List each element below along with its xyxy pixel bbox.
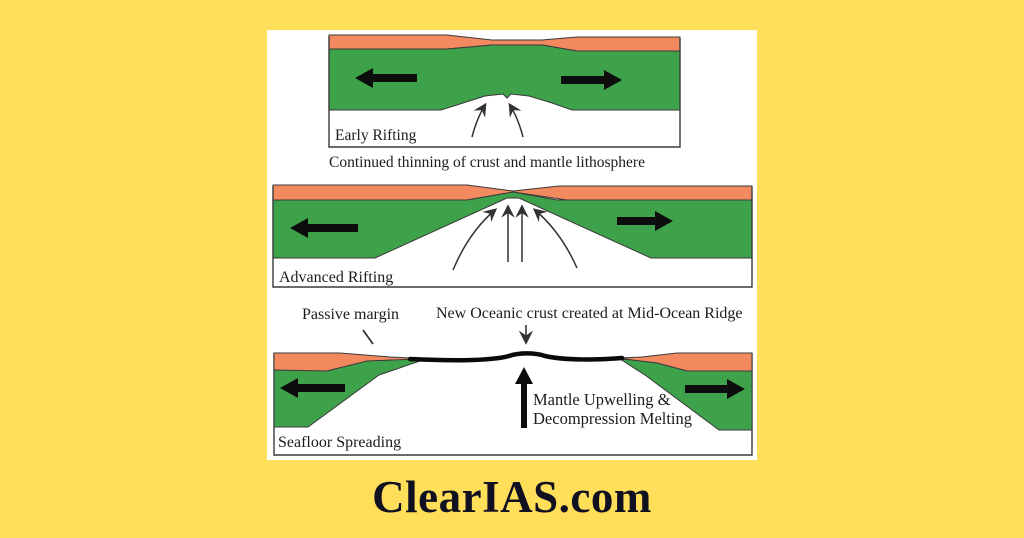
stage1-label: Early Rifting — [335, 127, 417, 144]
stage3-label: Seafloor Spreading — [278, 434, 402, 451]
mantle-upwelling-line1: Mantle Upwelling & — [533, 390, 671, 409]
rift-upwelling-arrow-icon — [532, 208, 578, 269]
stage2-lithosphere-layer — [272, 191, 753, 259]
rifting-diagram-panel: Early Rifting Continued thinning of crus… — [267, 30, 757, 460]
stage1-lithosphere-layer — [328, 44, 681, 111]
rift-upwelling-arrow-icon — [452, 208, 498, 271]
plate-motion-arrow-left-icon — [290, 218, 358, 238]
mantle-upwelling-label: Mantle Upwelling & Decompression Melting — [533, 390, 692, 428]
stage2-box-border — [272, 186, 753, 288]
stage3-right-lithosphere-wedge — [619, 358, 753, 431]
stage2-label: Advanced Rifting — [279, 269, 394, 286]
plate-motion-arrow-right-icon — [561, 70, 622, 90]
stage2-advanced-rifting — [272, 184, 753, 288]
mantle-upwelling-line2: Decompression Melting — [533, 409, 693, 428]
rift-upwelling-arrow-icon — [508, 102, 524, 138]
stage1-caption: Continued thinning of crust and mantle l… — [329, 154, 645, 171]
passive-margin-label: Passive margin — [302, 306, 400, 323]
rift-upwelling-arrow-icon — [471, 102, 487, 138]
plate-motion-arrow-left-icon — [355, 68, 417, 88]
stage1-early-rifting — [328, 34, 681, 148]
oceanic-crust-line — [407, 351, 625, 363]
plate-motion-arrow-right-icon — [685, 379, 745, 399]
new-oceanic-crust-label: New Oceanic crust created at Mid-Ocean R… — [436, 305, 743, 322]
stage3-seafloor-spreading — [273, 325, 753, 456]
stage1-box-border — [328, 36, 681, 148]
plate-motion-arrow-left-icon — [280, 378, 345, 398]
rifting-diagram-graphic — [272, 34, 753, 456]
mantle-upwelling-arrow-icon — [515, 367, 533, 428]
plate-motion-arrow-right-icon — [617, 211, 673, 231]
passive-margin-pointer-line — [362, 329, 374, 345]
clearias-watermark: ClearIAS.com — [372, 472, 652, 522]
